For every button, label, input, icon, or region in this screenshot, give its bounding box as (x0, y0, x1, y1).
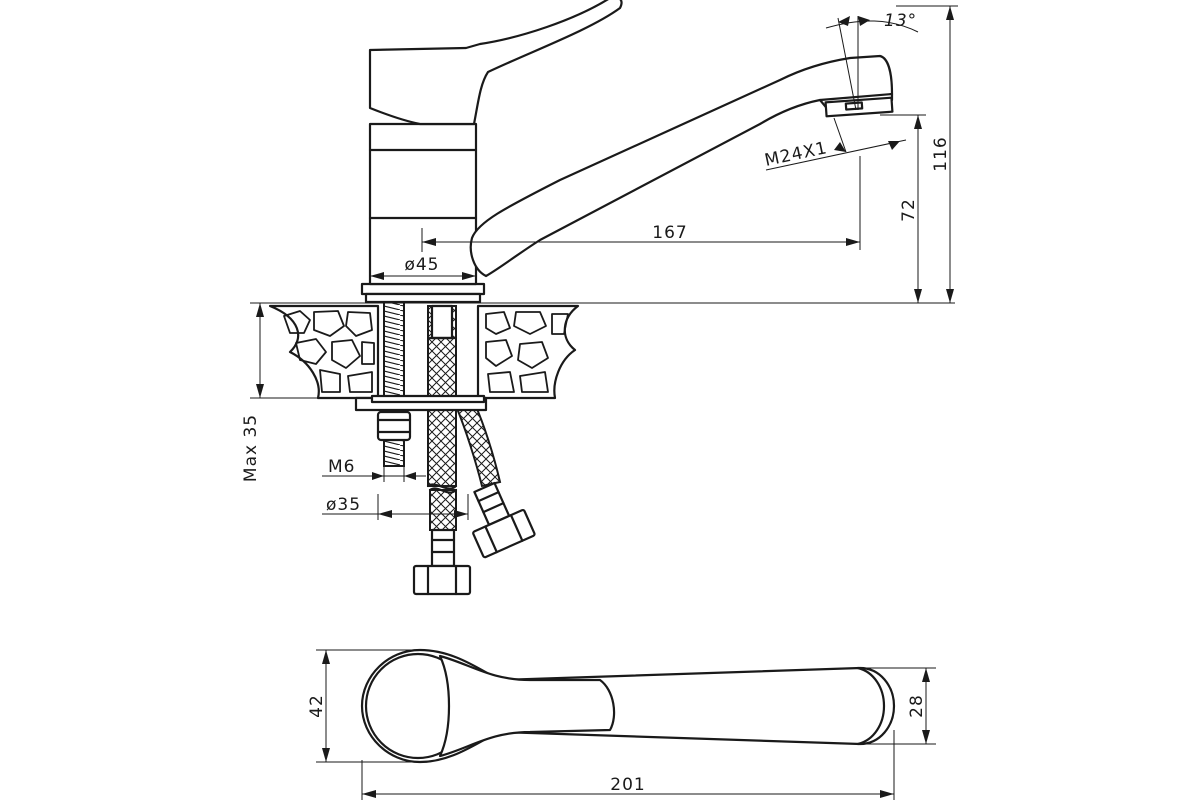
hose-left-lower (429, 489, 457, 531)
spout (469, 54, 894, 278)
base-gasket (364, 292, 482, 304)
dim-hole-diameter: ø35 (326, 495, 361, 515)
dim-reach: 167 (652, 223, 687, 243)
lever-handle (368, 0, 623, 126)
dim-stud-thread: M6 (328, 457, 355, 477)
dim-max-thickness: Max 35 (241, 414, 261, 482)
dim-top-width: 42 (307, 694, 327, 718)
side-view (258, 0, 955, 596)
dim-total-height: 116 (931, 136, 951, 171)
dim-body-diameter: ø45 (404, 255, 439, 275)
mounting-stud (383, 301, 405, 467)
dim-spout-height: 72 (899, 198, 919, 222)
top-view (360, 648, 896, 764)
hose-right (454, 400, 502, 488)
dim-spout-thread: M24X1 (763, 138, 830, 171)
stone-countertop-section (268, 304, 580, 400)
top-view-dimensions: 42 28 201 (307, 649, 936, 800)
top-view-lever (438, 654, 616, 758)
side-view-dimensions: 116 72 167 13° M24X1 ø45 (241, 5, 958, 520)
hose-fitting-right (472, 481, 536, 559)
dim-spout-width: 28 (907, 694, 927, 718)
hose-fitting-left (412, 528, 472, 596)
base-plate (360, 282, 486, 296)
stud-nut (376, 410, 412, 442)
dim-total-length: 201 (610, 775, 645, 795)
dim-spout-angle: 13° (884, 11, 917, 31)
